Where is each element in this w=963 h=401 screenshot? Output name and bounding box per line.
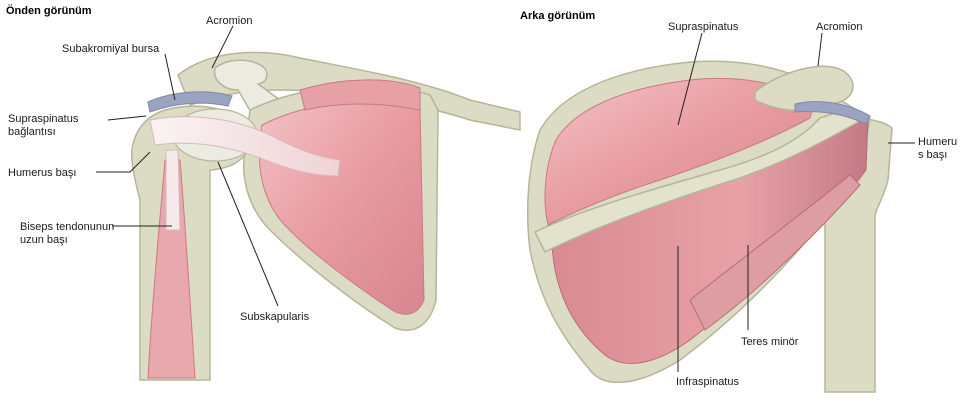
front-label-biceps-1: Biseps tendonunun	[20, 221, 114, 233]
back-leader-acromion	[818, 33, 822, 66]
front-label-supraspinatus-attach-2: bağlantısı	[8, 126, 56, 138]
front-label-humerus-head: Humerus başı	[8, 167, 76, 179]
front-label-acromion: Acromion	[206, 15, 252, 27]
front-view: Önden görünüm	[6, 4, 520, 380]
front-label-biceps-2: uzun başı	[20, 234, 68, 246]
back-view: Arka görünüm	[520, 10, 892, 392]
front-label-supraspinatus-attach-1: Supraspinatus	[8, 113, 79, 125]
back-label-humerus-head-1: Humeru	[918, 136, 957, 148]
back-label-teres-minor: Teres minör	[741, 336, 799, 348]
front-leader-supraspinatus	[108, 116, 146, 120]
front-label-subacromial-bursa: Subakromiyal bursa	[62, 43, 160, 55]
back-label-infraspinatus: Infraspinatus	[676, 376, 739, 388]
back-label-acromion: Acromion	[816, 21, 862, 33]
back-view-title: Arka görünüm	[520, 10, 595, 22]
front-view-title: Önden görünüm	[6, 4, 92, 17]
front-label-subscapularis: Subskapularis	[240, 311, 310, 323]
back-label-humerus-head-2: s başı	[918, 149, 947, 161]
back-label-supraspinatus: Supraspinatus	[668, 21, 739, 33]
front-biceps-tendon	[166, 150, 180, 230]
front-leader-bursa	[165, 54, 175, 100]
